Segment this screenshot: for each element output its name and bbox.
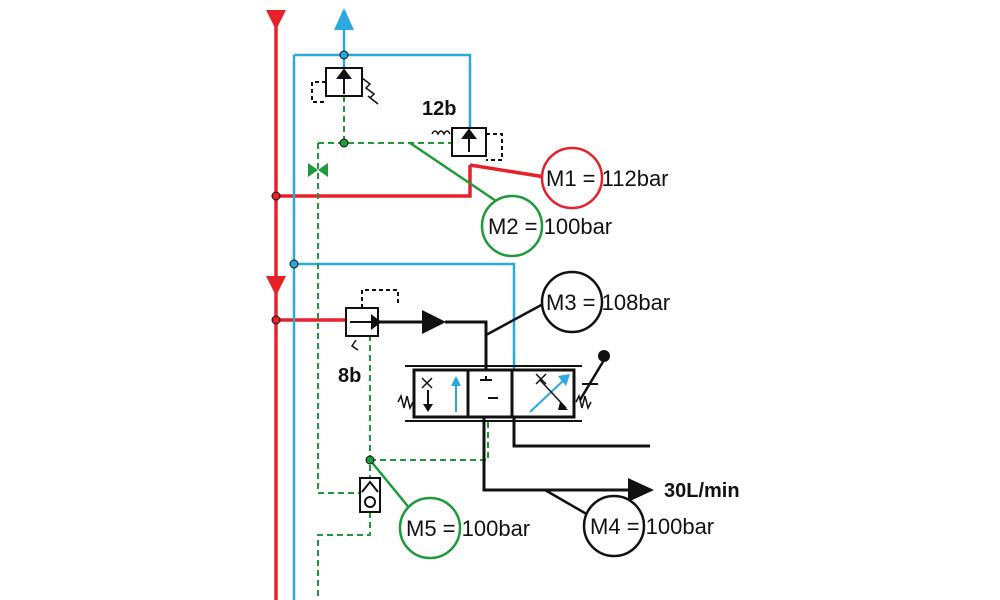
m4-label: M4 = 100bar [590,514,714,539]
flow-output-label: 30L/min [664,480,740,502]
measurement-m2: M2 = 100bar [480,194,612,258]
measurement-m1: M1 = 112bar [540,146,669,210]
return-valve-line [294,262,516,372]
reducing-valve-8b-icon [345,289,399,351]
measurement-m5: M5 = 100bar [398,496,530,560]
throttle-valve-icon [308,163,328,177]
m1-circle [540,146,604,210]
return-junction [339,50,349,60]
return-lines [292,30,516,600]
relief-valve-12b-label: 12b [422,98,456,120]
valve-supply-line [445,320,488,372]
relief-valve-12b-icon [431,127,503,161]
pressure-lines [274,14,546,600]
directional-valve-icon [397,350,610,422]
m2-circle [480,194,544,258]
flow-arrow-reducer-icon [422,310,446,334]
pilot-lower-line [317,512,371,600]
m4-circle [582,494,646,558]
pilot-left-vertical [317,143,370,494]
return-top-loop [294,53,472,128]
flow-output-line [482,398,628,492]
m2-leader-line [409,141,506,209]
pilot-junction [339,138,349,148]
m5-circle [398,496,462,560]
m5-leader-line [369,459,416,516]
m2-label: M2 = 100bar [488,214,612,239]
m3-circle [540,270,604,334]
return-junction [289,259,299,269]
return-arrow-top-icon [334,8,354,30]
valve-outlet-line [512,415,650,448]
measurement-m3: M3 = 108bar [540,270,670,334]
m4-leader-line [544,488,591,518]
measurement-m4: M4 = 100bar [582,494,714,558]
pressure-junction [271,191,281,201]
pressure-arrow-mid-icon [266,276,286,296]
m3-leader-line [485,301,546,337]
check-valve-icon [359,477,381,513]
pilot-junction [365,455,375,465]
m1-label: M1 = 112bar [546,166,669,191]
pressure-branch-top [276,165,472,198]
reducing-valve-8b-label: 8b [338,365,361,387]
m5-label: M5 = 100bar [406,516,530,541]
pressure-arrow-top-icon [266,10,286,30]
m3-label: M3 = 108bar [546,290,670,315]
top-valve-icon [311,67,379,105]
m1-leader-line [469,163,546,179]
pressure-junction [271,315,281,325]
main-lines [378,320,650,492]
flow-arrow-output-icon [628,478,654,502]
m-leaders [485,301,591,518]
pilot-leaders [369,141,506,516]
